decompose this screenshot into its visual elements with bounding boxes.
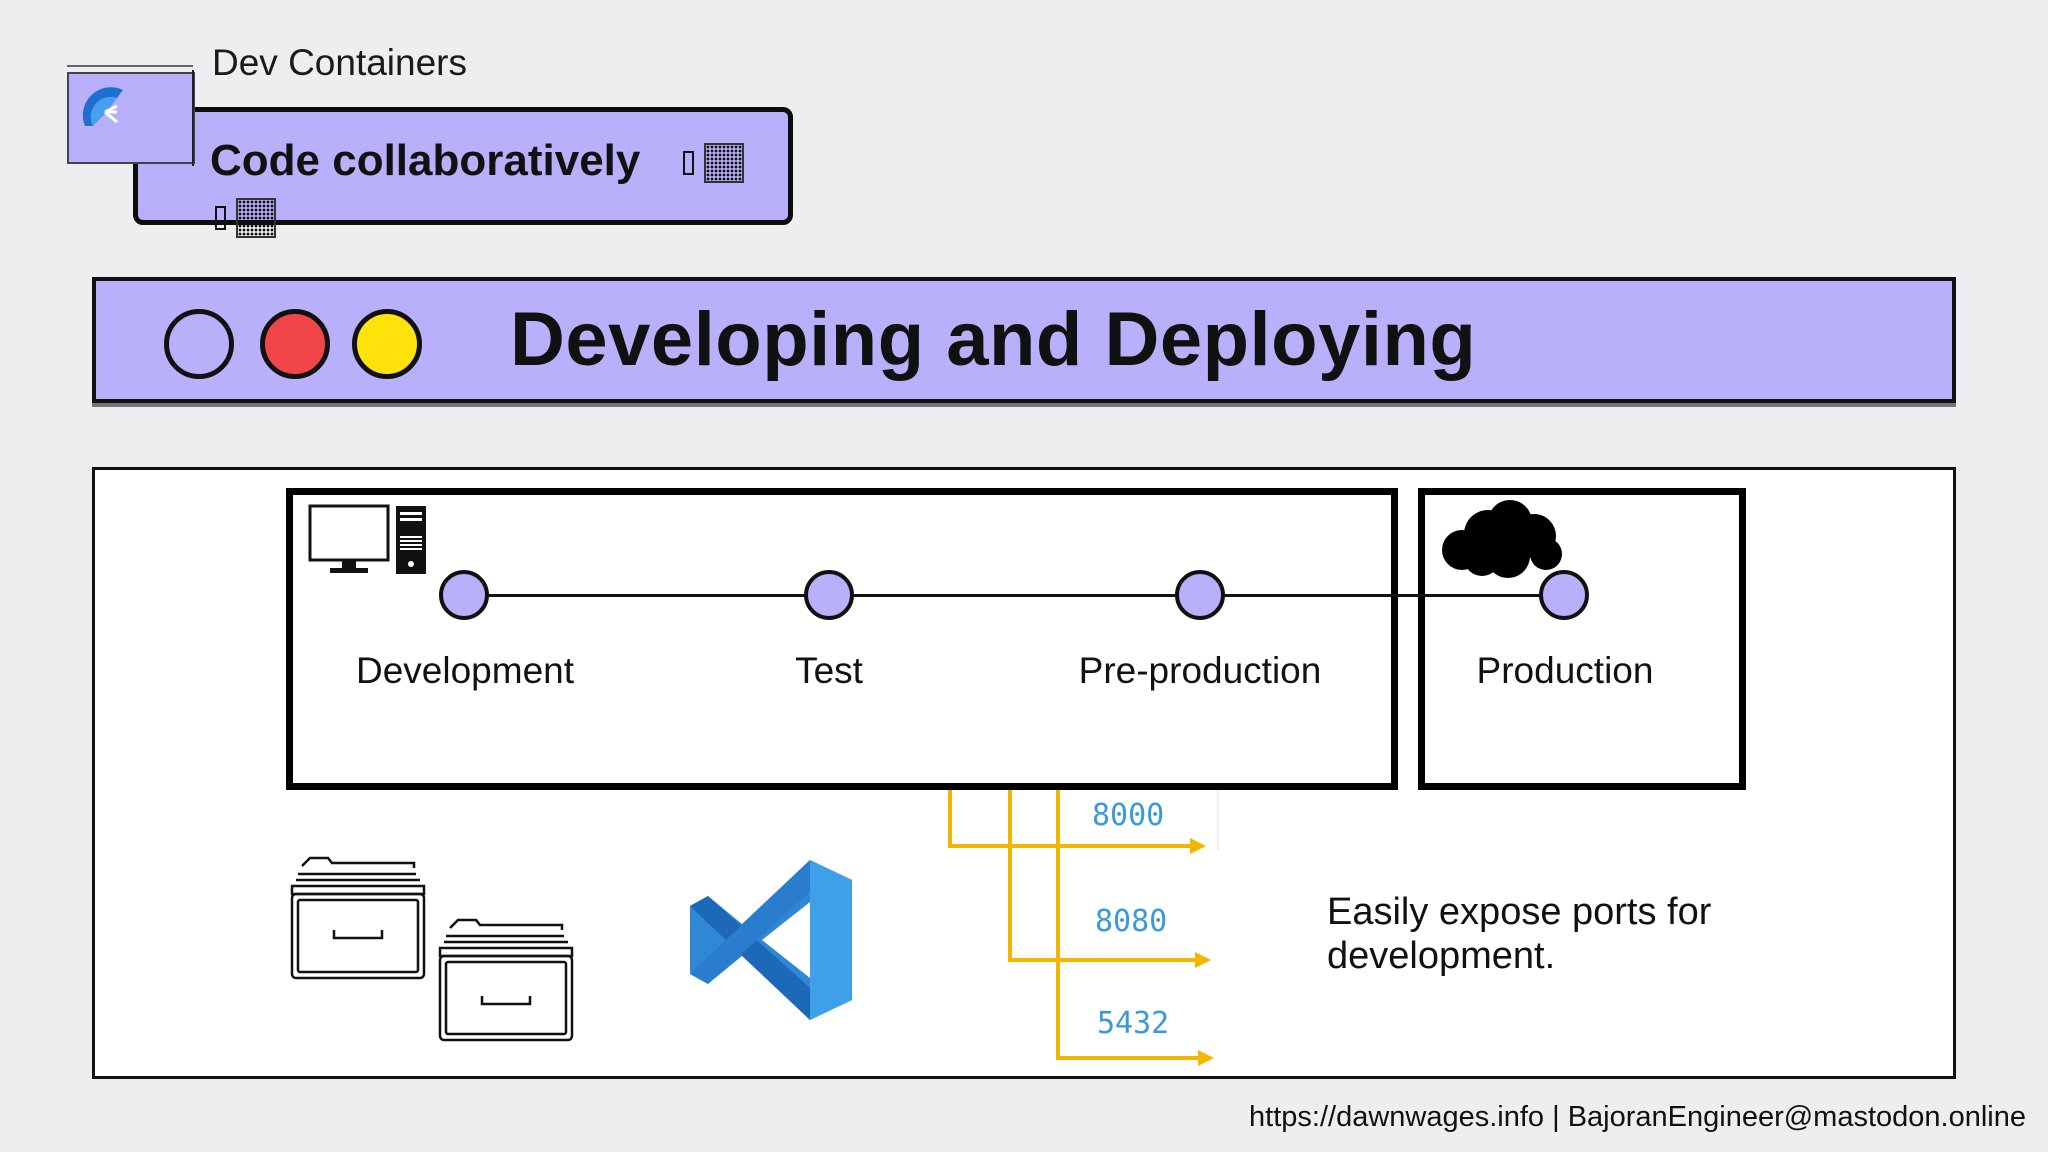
page-title: Developing and Deploying: [510, 297, 1477, 382]
stage-preproduction-label: Pre-production: [1078, 650, 1322, 691]
empty-circle-icon: [164, 309, 234, 379]
logo-tab: [67, 72, 195, 164]
file-drawer-icon: [438, 918, 574, 1042]
stage-test-node: [804, 570, 854, 620]
subtitle-text: Code collaboratively: [210, 136, 641, 185]
missing-glyph-icon: [703, 143, 744, 184]
stage-development-node: [439, 570, 489, 620]
stage-production-label: Production: [1476, 650, 1654, 691]
red-circle-icon: [260, 309, 330, 379]
app-label: Dev Containers: [212, 42, 468, 83]
glyph-row: [215, 198, 276, 238]
port-label-2: 8080: [1095, 904, 1168, 939]
title-bar: [92, 277, 1956, 403]
port-arrows: [948, 790, 1219, 1066]
subtitle-row: Code collaboratively: [210, 136, 744, 186]
pre-prod-environments-box: [286, 488, 1398, 790]
dev-containers-logo-icon: [82, 87, 123, 126]
file-drawer-icon: [290, 856, 426, 980]
yellow-circle-icon: [352, 309, 422, 379]
port-label-1: 8000: [1092, 798, 1165, 833]
desktop-computer-icon: [308, 504, 426, 574]
stage-preproduction-node: [1175, 570, 1225, 620]
footer-contact: https://dawnwages.info | BajoranEngineer…: [1249, 1101, 2026, 1133]
stage-test-label: Test: [795, 650, 863, 691]
timeline-line: [464, 594, 1564, 597]
port-label-3: 5432: [1097, 1006, 1170, 1041]
stage-production-node: [1539, 570, 1589, 620]
ports-note: Easily expose ports for development.: [1327, 891, 1712, 977]
vscode-icon: [690, 860, 852, 1020]
production-environment-box: [1418, 488, 1746, 790]
stage-development-label: Development: [355, 650, 575, 691]
logo-tab-edge: [67, 65, 193, 67]
missing-glyph-icon: [682, 151, 694, 176]
missing-glyph-icon: [215, 206, 226, 230]
logo-tab-divider: [192, 70, 194, 166]
cloud-icon: [1442, 500, 1562, 578]
missing-glyph-icon: [236, 198, 276, 238]
